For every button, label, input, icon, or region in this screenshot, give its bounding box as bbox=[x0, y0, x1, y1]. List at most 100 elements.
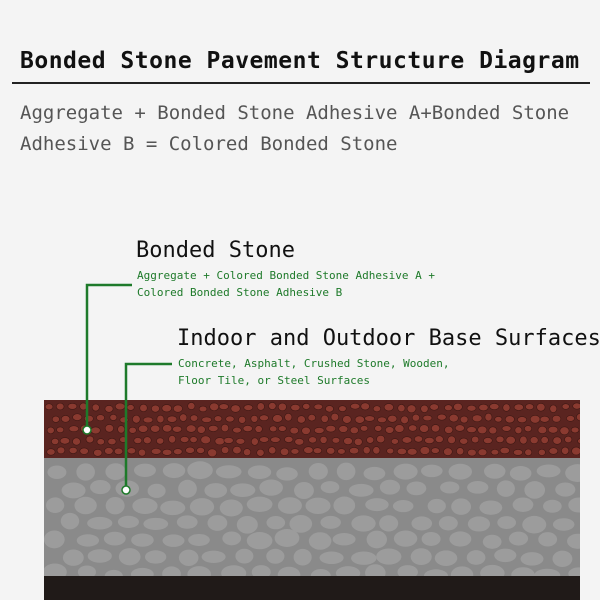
base-pebble bbox=[87, 549, 112, 563]
stone-pebble bbox=[377, 416, 387, 423]
stone-pebble bbox=[343, 437, 353, 445]
stone-pebble bbox=[151, 404, 160, 413]
stone-pebble bbox=[302, 403, 311, 410]
base-surfaces-leader bbox=[124, 362, 172, 490]
stone-pebble bbox=[459, 415, 469, 424]
base-pebble bbox=[427, 498, 446, 514]
stone-pebble bbox=[524, 425, 533, 433]
base-pebble bbox=[118, 548, 141, 566]
base-pebble bbox=[379, 479, 401, 495]
stone-pebble bbox=[93, 449, 103, 457]
stone-pebble bbox=[570, 426, 580, 434]
base-pebble bbox=[147, 483, 166, 498]
stone-pebble bbox=[312, 447, 323, 454]
stone-pebble bbox=[251, 437, 259, 446]
stone-pebble bbox=[313, 427, 325, 434]
stone-pebble bbox=[467, 448, 477, 457]
stone-pebble bbox=[466, 404, 477, 412]
base-pebble bbox=[246, 496, 273, 512]
stone-pebble bbox=[387, 414, 398, 423]
base-pebble bbox=[348, 483, 374, 497]
stone-pebble bbox=[390, 438, 399, 445]
stone-pebble bbox=[128, 426, 137, 434]
stone-pebble bbox=[143, 436, 152, 445]
stone-pebble bbox=[277, 402, 287, 412]
stone-pebble bbox=[349, 426, 359, 435]
stone-pebble bbox=[109, 414, 118, 421]
stone-pebble bbox=[459, 437, 469, 445]
stone-pebble bbox=[538, 448, 546, 456]
stone-pebble bbox=[68, 425, 80, 433]
base-pebble bbox=[207, 515, 228, 531]
stone-pebble bbox=[218, 403, 229, 410]
base-pebble bbox=[47, 465, 67, 479]
base-surfaces-heading: Indoor and Outdoor Base Surfaces bbox=[177, 326, 600, 351]
stone-pebble bbox=[44, 403, 54, 411]
stone-pebble bbox=[207, 448, 218, 458]
base-pebble bbox=[552, 550, 573, 567]
stone-pebble bbox=[564, 435, 573, 444]
stone-pebble bbox=[366, 436, 375, 444]
base-pebble bbox=[496, 480, 515, 497]
stone-pebble bbox=[561, 446, 570, 455]
stone-pebble bbox=[471, 414, 483, 423]
stone-pebble bbox=[133, 437, 143, 444]
base-pebble bbox=[494, 548, 517, 563]
base-pebble bbox=[162, 463, 186, 479]
stone-pebble bbox=[220, 423, 230, 433]
stone-pebble bbox=[422, 414, 433, 422]
stone-pebble bbox=[396, 447, 407, 455]
stone-pebble bbox=[529, 436, 539, 445]
stone-pebble bbox=[196, 425, 206, 434]
stone-pebble bbox=[113, 447, 124, 455]
stone-pebble bbox=[156, 437, 165, 445]
stone-pebble bbox=[56, 446, 66, 455]
base-pebble bbox=[509, 466, 532, 481]
stone-pebble bbox=[104, 405, 114, 413]
base-pebble bbox=[336, 462, 356, 481]
stone-pebble bbox=[185, 446, 195, 454]
base-pebble bbox=[538, 532, 558, 547]
stone-pebble bbox=[256, 402, 265, 411]
stone-pebble bbox=[448, 413, 459, 423]
stone-pebble bbox=[325, 425, 337, 433]
stone-pebble bbox=[85, 435, 95, 444]
stone-pebble bbox=[235, 438, 246, 445]
stone-pebble bbox=[289, 426, 299, 435]
base-pebble bbox=[366, 530, 387, 549]
base-pebble bbox=[333, 496, 356, 515]
stone-pebble bbox=[179, 436, 190, 443]
stone-pebble bbox=[319, 435, 328, 444]
stone-pebble bbox=[342, 415, 352, 424]
stone-pebble bbox=[225, 415, 235, 423]
stone-pebble bbox=[551, 414, 562, 423]
base-pebble bbox=[351, 551, 377, 565]
stone-pebble bbox=[290, 448, 300, 455]
stone-pebble bbox=[278, 425, 287, 432]
stone-pebble bbox=[502, 403, 511, 412]
stone-pebble bbox=[213, 415, 223, 422]
base-pebble bbox=[251, 565, 271, 580]
stone-pebble bbox=[250, 414, 259, 423]
stone-pebble bbox=[401, 436, 413, 444]
stone-pebble bbox=[394, 424, 405, 433]
base-pebble bbox=[276, 467, 298, 481]
base-pebble bbox=[512, 497, 534, 512]
base-pebble bbox=[319, 551, 344, 565]
base-pebble bbox=[90, 480, 111, 495]
base-pebble bbox=[215, 465, 242, 479]
stone-pebble bbox=[454, 424, 465, 432]
stone-pebble bbox=[372, 405, 381, 413]
stone-pebble bbox=[208, 425, 219, 432]
stone-pebble bbox=[571, 446, 580, 456]
stone-pebble bbox=[223, 437, 234, 444]
base-pebble bbox=[274, 529, 300, 547]
base-pebble bbox=[132, 497, 158, 515]
base-pebble bbox=[308, 532, 332, 550]
stone-pebble bbox=[453, 402, 463, 411]
stone-pebble bbox=[397, 404, 406, 413]
base-pebble bbox=[87, 516, 113, 530]
stone-pebble bbox=[173, 448, 183, 455]
base-pebble bbox=[188, 533, 210, 546]
stone-pebble bbox=[230, 404, 241, 413]
